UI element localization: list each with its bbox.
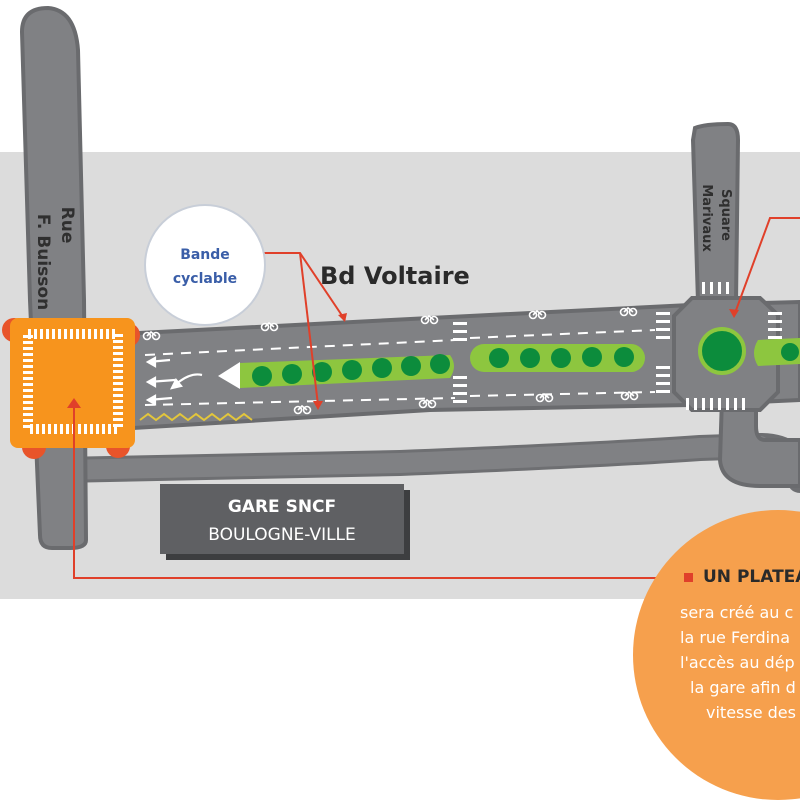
leader-arrowhead <box>313 401 323 410</box>
tree-icon <box>312 362 332 382</box>
callout-line: l'accès au dép <box>680 653 795 672</box>
tree-icon <box>781 343 799 361</box>
bike-lane-bubble: Bande cyclable <box>144 204 266 326</box>
square-marivaux-road <box>690 121 741 304</box>
lane-arrow-icon <box>145 356 171 368</box>
plateau-callout: UN PLATEAU sera créé au c la rue Ferdina… <box>633 510 800 800</box>
tree-icon <box>582 347 602 367</box>
right-branch-road <box>717 396 800 488</box>
bicycle-marking-icon <box>260 321 279 332</box>
crosswalk-roundabout-north <box>702 282 729 294</box>
callout-line: la rue Ferdina <box>680 628 790 647</box>
leader-lines <box>73 217 800 579</box>
raised-plateau <box>2 318 140 459</box>
crosswalks <box>453 282 782 410</box>
roundabout-tree-icon <box>698 327 746 375</box>
lane-arrow-icon <box>145 394 173 406</box>
bike-lane-bubble-line1: Bande <box>180 247 230 263</box>
tree-icon <box>489 348 509 368</box>
callout-bullet-icon <box>684 573 693 582</box>
yellow-zigzag-marking <box>139 412 253 422</box>
station-name-line1: GARE SNCF <box>228 497 336 517</box>
bicycle-marking-icon <box>142 330 161 341</box>
bicycle-marking-icon <box>619 306 638 317</box>
station-name-line2: BOULOGNE-VILLE <box>208 525 356 545</box>
bike-lane-bubble-line2: cyclable <box>173 271 237 287</box>
tree-icon <box>401 356 421 376</box>
bike-markings <box>142 306 639 415</box>
lane-arrow-icon <box>169 373 203 390</box>
lane-arrow-icon <box>145 376 176 388</box>
crosswalk-mid <box>453 322 467 403</box>
crosswalk-roundabout-south <box>686 398 745 410</box>
square-marivaux-label-line1: Square <box>718 189 733 241</box>
lane-arrows <box>145 356 203 406</box>
boulevard-label: Bd Voltaire <box>320 262 470 290</box>
station-label: GARE SNCF BOULOGNE-VILLE <box>160 484 410 560</box>
tree-icon <box>252 366 272 386</box>
callout-title: UN PLATEAU <box>703 567 800 587</box>
lane-markings <box>144 329 656 406</box>
tree-icon <box>430 354 450 374</box>
bicycle-marking-icon <box>418 398 437 409</box>
tree-row-west <box>252 354 450 386</box>
median-strip-west <box>220 355 454 388</box>
rue-buisson-label-line1: Rue <box>57 207 77 244</box>
tree-icon <box>520 348 540 368</box>
leader-arrowhead <box>729 309 739 318</box>
callout-line: la gare afin d <box>690 678 796 697</box>
plateau-pin-arrow <box>67 398 81 408</box>
tree-icon <box>614 347 634 367</box>
bicycle-marking-icon <box>420 314 439 325</box>
rue-buisson-label-line2: F. Buisson <box>33 214 53 310</box>
bicycle-marking-icon <box>528 309 547 320</box>
bicycle-marking-icon <box>620 390 639 401</box>
bicycle-marking-icon <box>293 404 312 415</box>
bicycle-marking-icon <box>535 392 554 403</box>
square-marivaux-label-line2: Marivaux <box>699 184 714 252</box>
tree-icon <box>551 348 571 368</box>
crosswalk-roundabout-west <box>656 312 670 393</box>
tree-row-center <box>489 347 634 368</box>
tree-icon <box>342 360 362 380</box>
crosswalk-roundabout-east <box>768 312 782 339</box>
tree-icon <box>372 358 392 378</box>
tree-icon <box>282 364 302 384</box>
median-arrow <box>218 362 240 389</box>
leader-arrowhead <box>338 313 347 322</box>
callout-line: sera créé au c <box>680 603 793 622</box>
callout-line: vitesse des <box>706 703 796 722</box>
